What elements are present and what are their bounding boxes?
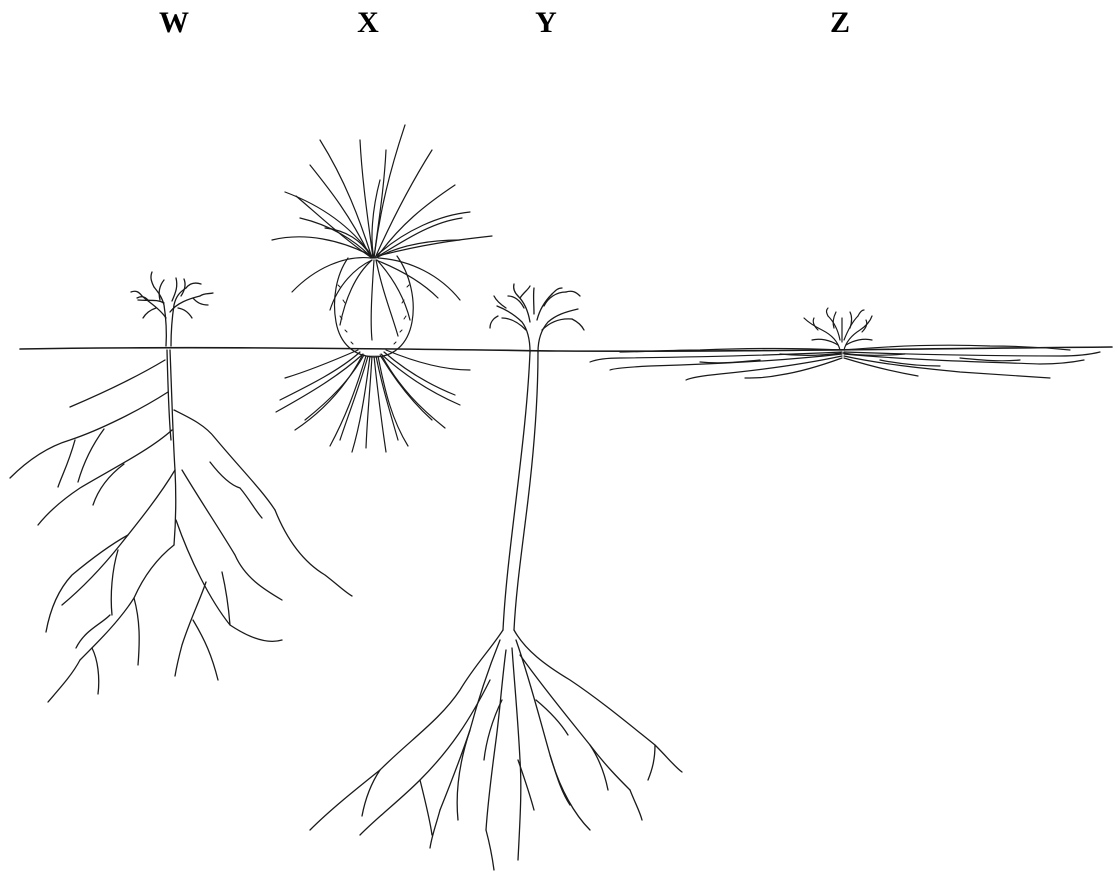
plant-y-shoot: [490, 284, 584, 352]
plant-z-roots: [590, 345, 1100, 380]
plant-x-leaves: [272, 125, 492, 340]
plant-w-roots: [10, 350, 352, 702]
plant-x-roots: [276, 350, 470, 452]
plant-w-shoot: [131, 272, 213, 346]
plant-z-shallow-roots: [590, 308, 1100, 380]
plant-x-bulb-fibrous-roots: [272, 125, 492, 452]
plant-z-shoot: [804, 308, 872, 350]
plant-y-taproot: [310, 284, 682, 870]
ground-line: [20, 347, 1112, 351]
plant-y-taproot-roots: [310, 352, 682, 870]
plant-w-branched-roots: [10, 272, 352, 702]
